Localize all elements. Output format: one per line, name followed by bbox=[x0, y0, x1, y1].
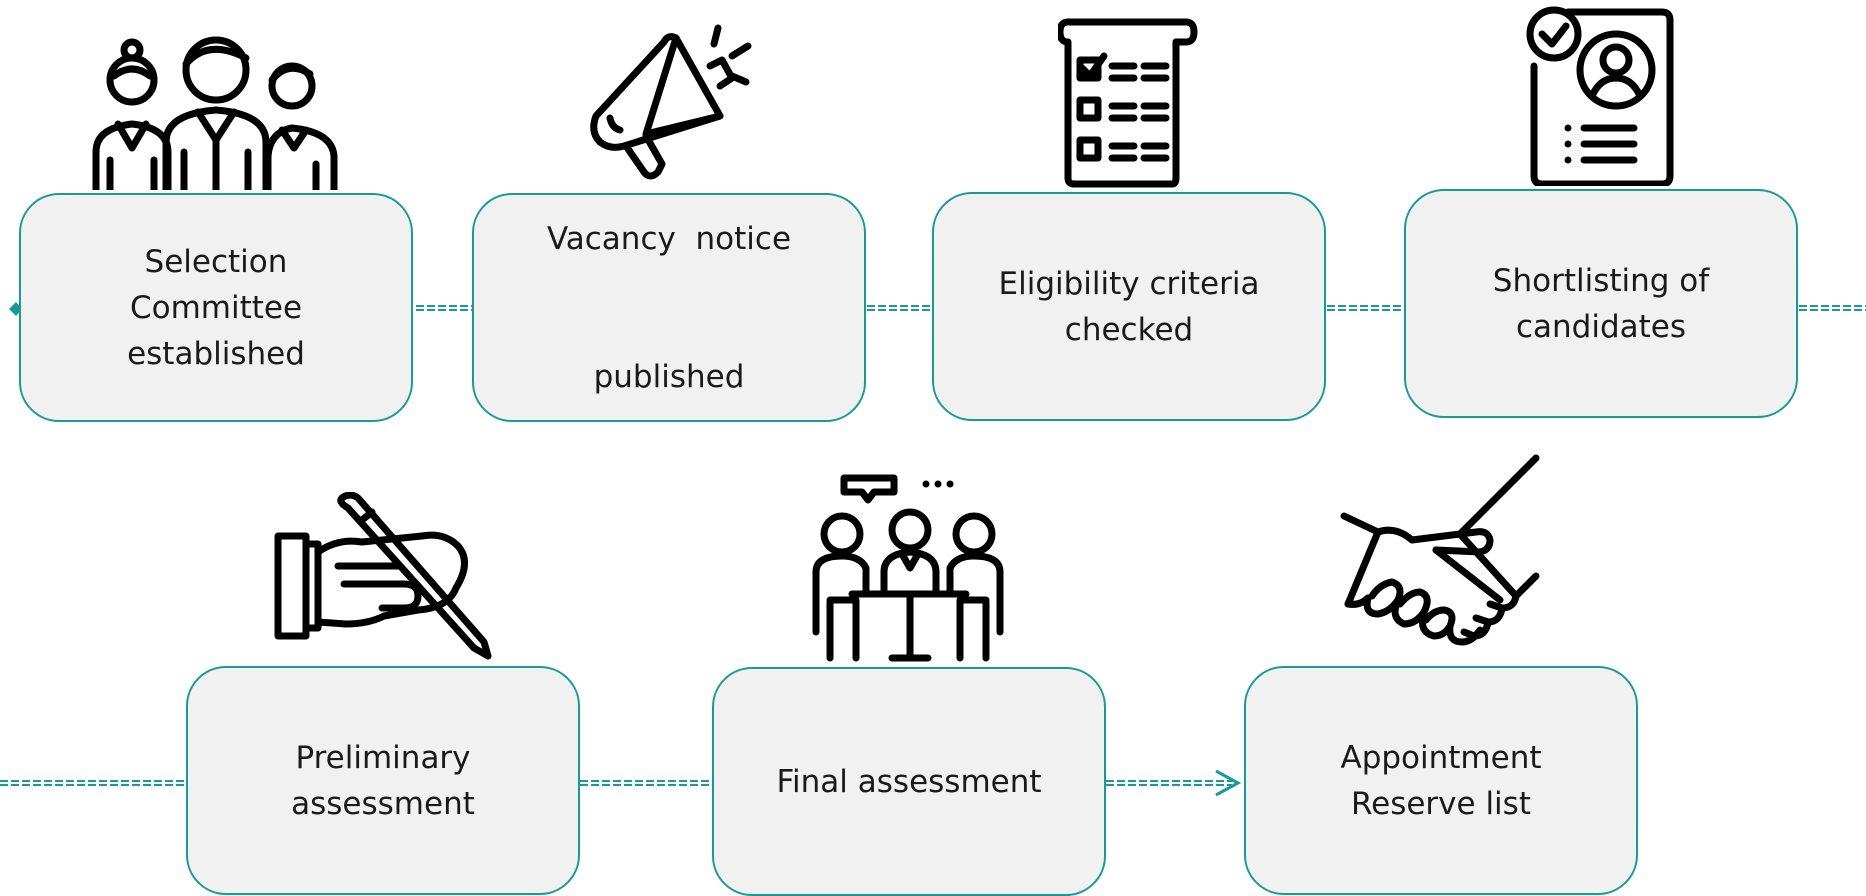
start-marker bbox=[9, 302, 22, 316]
megaphone-icon bbox=[590, 24, 752, 180]
profile-document-icon bbox=[1526, 6, 1674, 186]
step-appointment: Appointment Reserve list bbox=[1244, 666, 1638, 895]
step-3-line-2: checked bbox=[1064, 311, 1194, 348]
step-2-line-1: Vacancy notice bbox=[546, 220, 792, 257]
row1-connectors bbox=[9, 302, 1866, 316]
step-7-line-1: Appointment bbox=[1340, 739, 1542, 776]
step-1-line-2: Committee bbox=[129, 289, 303, 326]
step-1-line-1: Selection bbox=[144, 243, 288, 280]
step-final-assessment: Final assessment bbox=[712, 667, 1106, 896]
step-7-line-2: Reserve list bbox=[1350, 785, 1531, 822]
step-selection-committee: Selection Committee established bbox=[19, 193, 413, 422]
step-5-line-1: Preliminary bbox=[295, 739, 471, 776]
step-1-line-3: established bbox=[127, 335, 305, 372]
checklist-icon bbox=[1058, 18, 1198, 188]
step-2-line-2: published bbox=[593, 358, 745, 395]
step-4-line-1: Shortlisting of bbox=[1492, 262, 1710, 299]
step-4-line-2: candidates bbox=[1515, 308, 1687, 345]
arrowhead-6-7 bbox=[1215, 769, 1242, 797]
step-eligibility-criteria: Eligibility criteria checked bbox=[932, 192, 1326, 421]
step-preliminary-assessment: Preliminary assessment bbox=[186, 666, 580, 895]
interview-meeting-icon bbox=[812, 474, 1004, 662]
row2-connectors bbox=[0, 769, 1242, 797]
step-vacancy-notice: Vacancy notice published bbox=[472, 193, 866, 422]
step-shortlisting: Shortlisting of candidates bbox=[1404, 189, 1798, 418]
people-group-icon bbox=[92, 36, 338, 190]
handshake-icon bbox=[1340, 454, 1540, 646]
step-3-line-1: Eligibility criteria bbox=[998, 265, 1260, 302]
step-6-line-1: Final assessment bbox=[776, 763, 1042, 800]
step-5-line-2: assessment bbox=[291, 785, 475, 822]
writing-hand-icon bbox=[274, 492, 492, 660]
